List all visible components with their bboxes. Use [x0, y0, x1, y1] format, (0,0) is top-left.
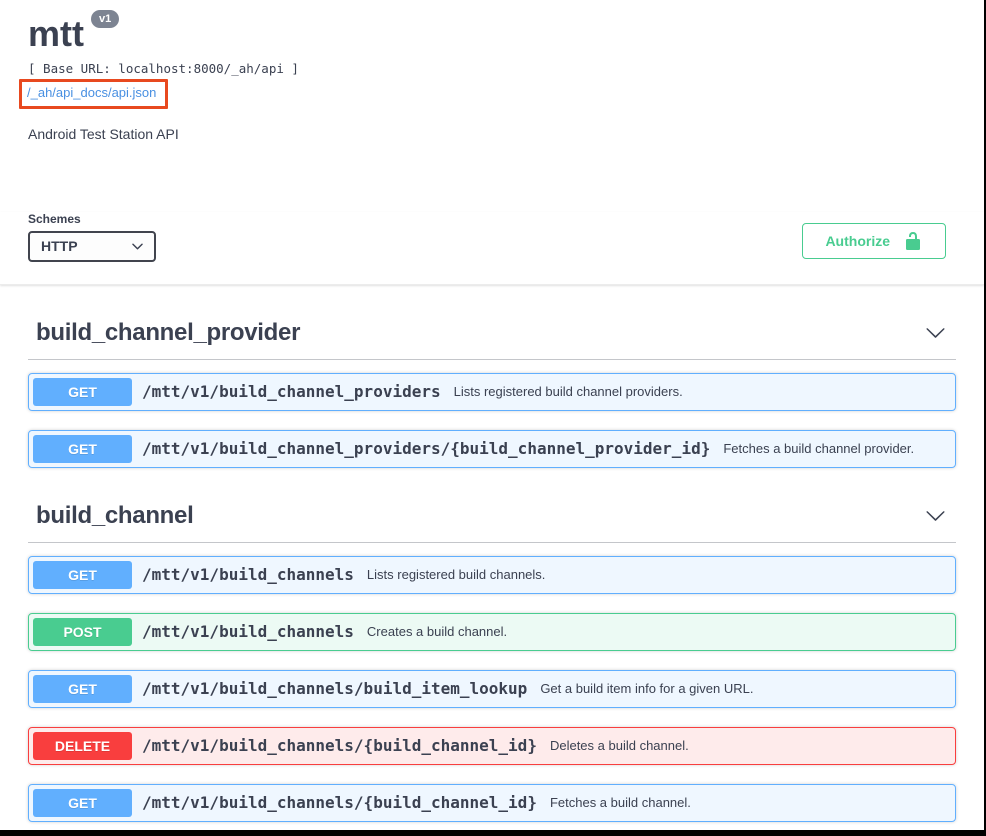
- spec-link-annotation-box: /_ah/api_docs/api.json: [19, 79, 168, 109]
- operation-row[interactable]: POST /mtt/v1/build_channels Creates a bu…: [28, 613, 956, 651]
- version-badge: v1: [91, 10, 119, 28]
- authorize-button[interactable]: Authorize: [802, 223, 946, 259]
- api-title: mttv1: [28, 14, 956, 54]
- operation-summary: Lists registered build channels.: [367, 567, 546, 582]
- operation-row[interactable]: GET /mtt/v1/build_channel_providers/{bui…: [28, 430, 956, 468]
- section-header[interactable]: build_channel_provider: [28, 319, 956, 360]
- api-title-text: mtt: [28, 13, 84, 54]
- operation-row[interactable]: GET /mtt/v1/build_channels/build_item_lo…: [28, 670, 956, 708]
- section-header[interactable]: build_channel: [28, 502, 956, 543]
- operation-path: /mtt/v1/build_channels: [142, 565, 354, 584]
- method-badge: POST: [33, 618, 132, 646]
- operation-path: /mtt/v1/build_channel_providers/{build_c…: [142, 439, 710, 458]
- section-operations: GET /mtt/v1/build_channel_providers List…: [28, 360, 956, 468]
- operation-summary: Lists registered build channel providers…: [454, 384, 683, 399]
- scheme-select[interactable]: HTTP: [28, 231, 156, 262]
- api-section: build_channel_provider GET /mtt/v1/build…: [28, 319, 956, 468]
- method-badge: GET: [33, 435, 132, 463]
- section-operations: GET /mtt/v1/build_channels Lists registe…: [28, 543, 956, 836]
- operation-path: /mtt/v1/build_channels/{build_channel_id…: [142, 793, 537, 812]
- operation-summary: Creates a build channel.: [367, 624, 507, 639]
- api-info-header: mttv1 [ Base URL: localhost:8000/_ah/api…: [0, 0, 984, 142]
- api-section: build_channel GET /mtt/v1/build_channels…: [28, 502, 956, 836]
- operation-path: /mtt/v1/build_channels/{build_channel_id…: [142, 736, 537, 755]
- operation-summary: Get a build item info for a given URL.: [540, 681, 753, 696]
- schemes-group: Schemes HTTP: [28, 212, 156, 262]
- section-title: build_channel_provider: [36, 319, 300, 347]
- operation-path: /mtt/v1/build_channels/build_item_lookup: [142, 679, 527, 698]
- operation-row[interactable]: GET /mtt/v1/build_channels/{build_channe…: [28, 784, 956, 822]
- unlock-icon: [903, 231, 923, 251]
- schemes-label: Schemes: [28, 212, 156, 226]
- method-badge: GET: [33, 789, 132, 817]
- method-badge: GET: [33, 378, 132, 406]
- chevron-down-icon[interactable]: [925, 322, 946, 343]
- section-title: build_channel: [36, 502, 193, 530]
- operation-summary: Deletes a build channel.: [550, 738, 689, 753]
- spec-link[interactable]: /_ah/api_docs/api.json: [27, 85, 156, 100]
- chevron-down-icon: [131, 240, 144, 253]
- operation-path: /mtt/v1/build_channel_providers: [142, 382, 441, 401]
- chevron-down-icon[interactable]: [925, 505, 946, 526]
- base-url: [ Base URL: localhost:8000/_ah/api ]: [28, 61, 956, 76]
- method-badge: DELETE: [33, 732, 132, 760]
- operation-path: /mtt/v1/build_channels: [142, 622, 354, 641]
- method-badge: GET: [33, 675, 132, 703]
- operations-list: build_channel_provider GET /mtt/v1/build…: [0, 319, 984, 836]
- authorize-label: Authorize: [825, 233, 890, 249]
- operation-row[interactable]: GET /mtt/v1/build_channels Lists registe…: [28, 556, 956, 594]
- scheme-container: Schemes HTTP Authorize: [0, 212, 984, 285]
- api-description: Android Test Station API: [28, 126, 956, 142]
- operation-summary: Fetches a build channel.: [550, 795, 691, 810]
- method-badge: GET: [33, 561, 132, 589]
- operation-row[interactable]: GET /mtt/v1/build_channel_providers List…: [28, 373, 956, 411]
- operation-summary: Fetches a build channel provider.: [723, 441, 914, 456]
- operation-row[interactable]: DELETE /mtt/v1/build_channels/{build_cha…: [28, 727, 956, 765]
- scheme-selected-value: HTTP: [41, 238, 78, 254]
